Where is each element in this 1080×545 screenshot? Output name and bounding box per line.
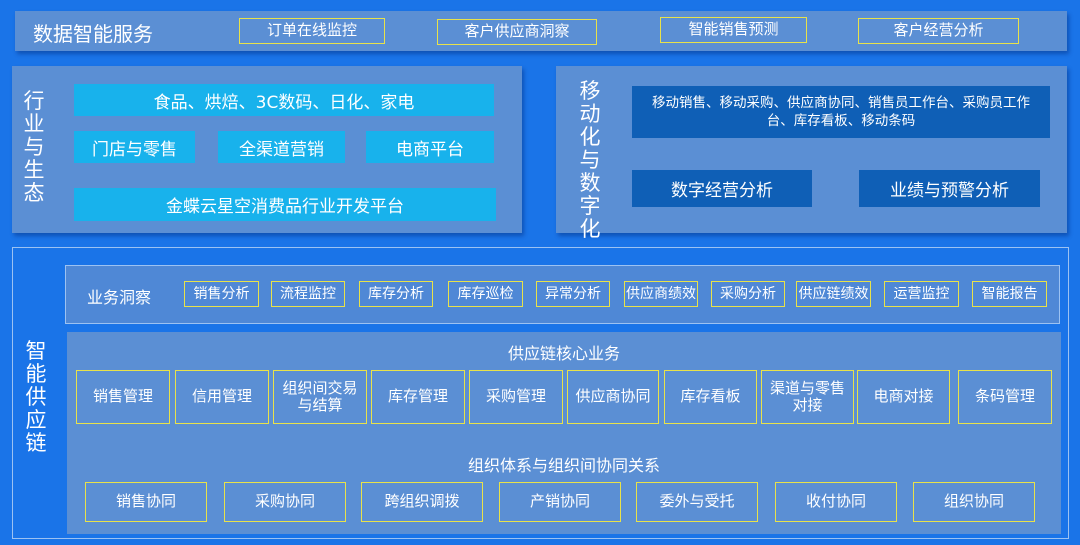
insight-operation-monitor[interactable]: 运营监控 <box>884 281 959 307</box>
industry-title: 行业与生态 <box>23 89 45 205</box>
insight-process-monitor[interactable]: 流程监控 <box>271 281 345 307</box>
core-business-title: 供应链核心业务 <box>507 344 620 363</box>
org-production-sales[interactable]: 产销协同 <box>499 482 621 522</box>
insight-sales-analysis[interactable]: 销售分析 <box>184 281 259 307</box>
insight-smart-report[interactable]: 智能报告 <box>972 281 1047 307</box>
core-barcode-management[interactable]: 条码管理 <box>958 370 1052 424</box>
insight-inventory-inspection[interactable]: 库存巡检 <box>448 281 523 307</box>
core-inter-org-trade[interactable]: 组织间交易与结算 <box>273 370 367 424</box>
insight-inventory-analysis[interactable]: 库存分析 <box>359 281 433 307</box>
top-banner: 数据智能服务 订单在线监控 客户供应商洞察 智能销售预测 客户经营分析 <box>15 11 1067 51</box>
core-channel-retail[interactable]: 渠道与零售对接 <box>761 370 854 424</box>
core-channel-retail-label: 渠道与零售对接 <box>769 378 845 414</box>
insight-purchase-analysis[interactable]: 采购分析 <box>711 281 785 307</box>
top-button-sales-forecast[interactable]: 智能销售预测 <box>660 17 807 43</box>
core-sales-management[interactable]: 销售管理 <box>76 370 170 424</box>
top-button-order-monitor[interactable]: 订单在线监控 <box>239 18 385 44</box>
top-title: 数据智能服务 <box>33 22 153 46</box>
insight-label: 业务洞察 <box>87 288 152 307</box>
industry-dev-platform[interactable]: 金蝶云星空消费品行业开发平台 <box>74 188 496 221</box>
mobile-title: 移动化与数字化 <box>579 79 601 241</box>
industry-ecommerce[interactable]: 电商平台 <box>366 131 494 163</box>
mobile-panel: 移动化与数字化 移动销售、移动采购、供应商协同、销售员工作台、采购员工作台、库存… <box>556 66 1067 241</box>
core-inter-org-trade-label: 组织间交易与结算 <box>282 378 358 414</box>
core-inventory-board[interactable]: 库存看板 <box>664 370 757 424</box>
insight-supply-chain-performance[interactable]: 供应链绩效 <box>796 281 871 307</box>
industry-omnichannel[interactable]: 全渠道营销 <box>218 131 345 163</box>
insight-exception-analysis[interactable]: 异常分析 <box>536 281 610 307</box>
org-cross-org-transfer[interactable]: 跨组织调拨 <box>361 482 483 522</box>
core-supplier-collaboration[interactable]: 供应商协同 <box>567 370 659 424</box>
top-button-customer-insight[interactable]: 客户供应商洞察 <box>437 19 597 45</box>
org-sales-collaboration[interactable]: 销售协同 <box>85 482 207 522</box>
industry-stores[interactable]: 门店与零售 <box>74 131 195 163</box>
org-outsourcing[interactable]: 委外与受托 <box>636 482 758 522</box>
org-purchase-collaboration[interactable]: 采购协同 <box>224 482 346 522</box>
insight-row: 业务洞察 销售分析 流程监控 库存分析 库存巡检 异常分析 供应商绩效 采购分析… <box>65 265 1060 324</box>
core-inventory-management[interactable]: 库存管理 <box>371 370 465 424</box>
org-title: 组织体系与组织间协同关系 <box>467 456 660 475</box>
performance-warning-analysis-button[interactable]: 业绩与预警分析 <box>859 170 1040 207</box>
supply-chain-panel: 智能供应链 业务洞察 销售分析 流程监控 库存分析 库存巡检 异常分析 供应商绩… <box>12 247 1069 539</box>
core-business-block: 供应链核心业务 销售管理 信用管理 组织间交易与结算 库存管理 采购管理 供应商… <box>67 332 1061 534</box>
insight-supplier-performance[interactable]: 供应商绩效 <box>624 281 698 307</box>
supply-chain-title: 智能供应链 <box>25 339 47 455</box>
industry-categories[interactable]: 食品、烘焙、3C数码、日化、家电 <box>74 84 494 116</box>
core-credit-management[interactable]: 信用管理 <box>175 370 269 424</box>
org-organization-collaboration[interactable]: 组织协同 <box>913 482 1035 522</box>
core-purchase-management[interactable]: 采购管理 <box>469 370 563 424</box>
org-payment-collaboration[interactable]: 收付协同 <box>775 482 897 522</box>
core-ecommerce-integration[interactable]: 电商对接 <box>857 370 950 424</box>
top-button-customer-analysis[interactable]: 客户经营分析 <box>858 18 1019 44</box>
mobile-description[interactable]: 移动销售、移动采购、供应商协同、销售员工作台、采购员工作台、库存看板、移动条码 <box>632 86 1050 138</box>
digital-operation-analysis-button[interactable]: 数字经营分析 <box>632 170 812 207</box>
industry-panel: 行业与生态 食品、烘焙、3C数码、日化、家电 门店与零售 全渠道营销 电商平台 … <box>12 66 522 233</box>
